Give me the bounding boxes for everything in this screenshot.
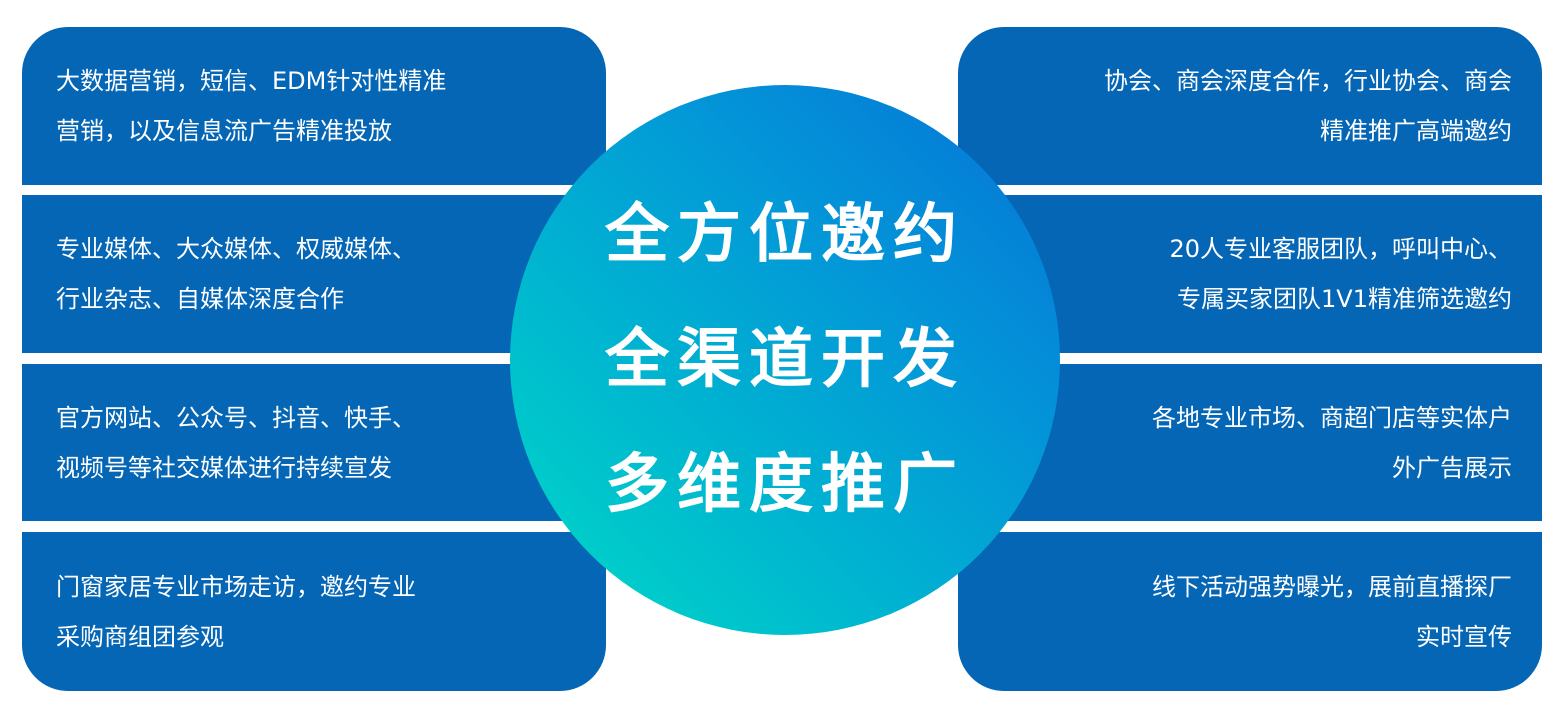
card-text-line: 线下活动强势曝光，展前直播探厂 — [1152, 572, 1512, 601]
left-channel-card-4: 门窗家居专业市场走访，邀约专业 采购商组团参观 — [22, 532, 606, 691]
card-text-line: 专业媒体、大众媒体、权威媒体、 — [56, 235, 416, 263]
center-heading-line: 全方位邀约 — [605, 197, 965, 272]
center-circle: 全方位邀约 全渠道开发 多维度推广 — [510, 85, 1060, 635]
card-text-line: 营销，以及信息流广告精准投放 — [56, 117, 392, 145]
card-text-line: 各地专业市场、商超门店等实体户 — [1152, 403, 1512, 432]
card-text-line: 20人专业客服团队，呼叫中心、 — [1169, 235, 1512, 263]
center-heading-line: 多维度推广 — [605, 447, 965, 522]
center-heading-line: 全渠道开发 — [605, 322, 965, 397]
card-text-line: 精准推广高端邀约 — [1320, 117, 1512, 145]
card-text-line: 行业杂志、自媒体深度合作 — [56, 285, 344, 313]
left-channel-card-1: 大数据营销，短信、EDM针对性精准 营销，以及信息流广告精准投放 — [22, 27, 606, 185]
card-text-line: 门窗家居专业市场走访，邀约专业 — [56, 572, 416, 601]
right-channel-card-4: 线下活动强势曝光，展前直播探厂 实时宣传 — [958, 532, 1542, 691]
card-text-line: 采购商组团参观 — [56, 622, 224, 651]
card-text-line: 官方网站、公众号、抖音、快手、 — [56, 403, 416, 432]
card-text-line: 协会、商会深度合作，行业协会、商会 — [1104, 67, 1512, 95]
card-text-line: 专属买家团队1V1精准筛选邀约 — [1177, 285, 1512, 313]
left-channel-card-2: 专业媒体、大众媒体、权威媒体、 行业杂志、自媒体深度合作 — [22, 195, 606, 353]
card-text-line: 实时宣传 — [1416, 622, 1512, 651]
left-channel-card-3: 官方网站、公众号、抖音、快手、 视频号等社交媒体进行持续宣发 — [22, 364, 606, 521]
right-channel-card-1: 协会、商会深度合作，行业协会、商会 精准推广高端邀约 — [958, 27, 1542, 185]
card-text-line: 外广告展示 — [1392, 453, 1512, 482]
card-text-line: 视频号等社交媒体进行持续宣发 — [56, 453, 392, 482]
card-text-line: 大数据营销，短信、EDM针对性精准 — [56, 67, 447, 95]
